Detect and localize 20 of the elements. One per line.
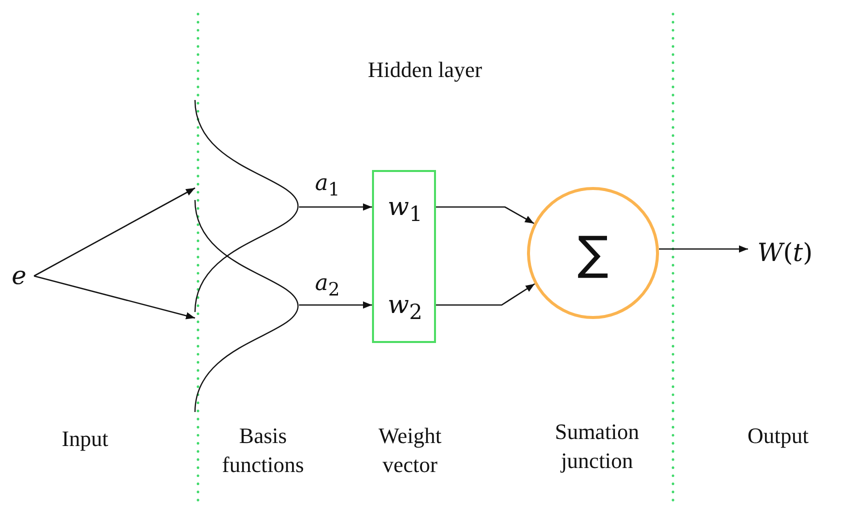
summation-circle [527,187,659,319]
column-label: Weight vector [378,422,442,479]
arrow [299,203,372,211]
arrow [34,275,196,320]
column-label: Input [60,425,110,453]
section-heading: Hidden layer [366,56,484,84]
input-symbol: e [12,260,26,290]
output-symbol: W(t) [757,238,813,266]
weight-symbol: w$_{2}$ [388,290,422,324]
column-label: Output [746,422,810,450]
arrow [659,245,748,253]
weight-symbol: w$_{1}$ [388,192,422,226]
column-label: Sumation junction [554,418,640,475]
sum-symbol: ∑ [578,226,608,280]
arrow [299,301,372,309]
column-label: Basis functions [221,422,305,479]
arrow [34,187,196,277]
arrow [436,206,534,224]
arrow [436,283,536,306]
weight-vector-box [372,170,436,343]
